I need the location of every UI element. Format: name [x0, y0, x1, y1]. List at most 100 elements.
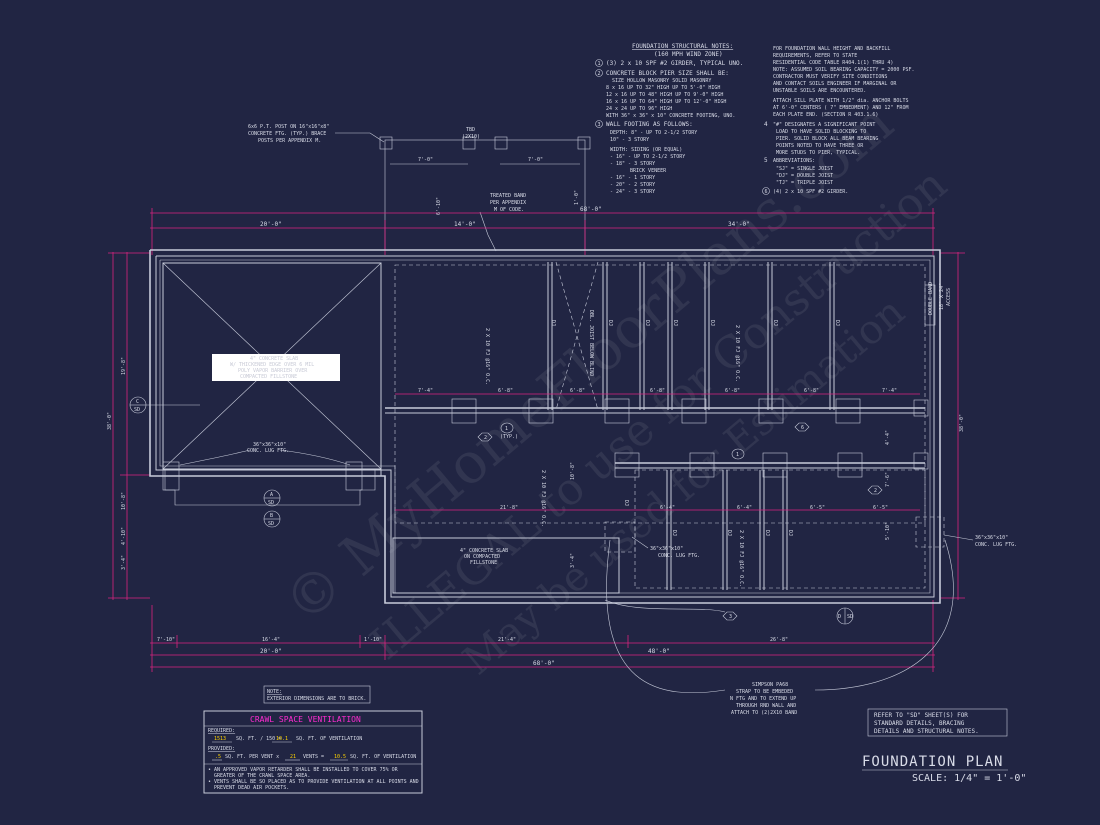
lug-footing	[915, 516, 945, 548]
svg-text:3: 3	[598, 122, 601, 128]
girders-piers: 36"x36"x10" CONC. LUG FTG. 36"x36"x10" C…	[385, 190, 1017, 568]
note-5-line: "DJ" = DOUBLE JOIST	[776, 173, 833, 179]
svg-text:B: B	[270, 513, 273, 519]
crawl-prov-text3: SQ. FT. OF VENTILATION	[350, 754, 416, 760]
foundation-outline	[149, 249, 941, 604]
joist-tag: DJ	[672, 320, 678, 326]
crawl-req-val2: 10.1	[276, 736, 288, 742]
watermark-line3: May be used for Estimation	[455, 289, 914, 684]
pier-dim: 6'-5"	[810, 505, 825, 511]
note-4: "#" DESIGNATES A SIGNIFICANT POINT	[773, 122, 875, 128]
dim-bottom: 7'-10"	[157, 637, 175, 643]
note-4-line: MORE STUDS TO PIER, TYPICAL.	[776, 150, 860, 156]
refer-line: STANDARD DETAILS, BRACING	[874, 720, 965, 727]
structural-notes: FOUNDATION STRUCTURAL NOTES: (160 MPH WI…	[595, 43, 914, 195]
svg-text:SD: SD	[134, 407, 140, 413]
note-3-line: 10" - 3 STORY	[610, 137, 649, 143]
pier-dim: 6'-4"	[737, 505, 752, 511]
crawl-prov-text2: VENTS =	[303, 754, 324, 760]
refer-note: REFER TO "SD" SHEET(S) FOR STANDARD DETA…	[867, 708, 1008, 737]
note-3-line: BRICK VENEER	[630, 168, 667, 174]
post-footing	[577, 136, 591, 150]
lug-callout: CONC. LUG FTG.	[247, 448, 289, 454]
pier	[451, 398, 477, 424]
dimensions: 68'-0" 20'-0" 14'-0" 34'-0" 7'-10" 16'-4…	[107, 206, 965, 672]
note-tag-2	[595, 69, 603, 77]
refer-line: REFER TO "SD" SHEET(S) FOR	[874, 712, 968, 719]
notes-title: FOUNDATION STRUCTURAL NOTES:	[632, 43, 733, 50]
dim-step: 1'-0"	[574, 190, 580, 205]
note-2: CONCRETE BLOCK PIER SIZE SHALL BE:	[606, 70, 729, 77]
note-6: (4) 2 x 10 SPF #2 GIRDER.	[773, 189, 848, 195]
joist-tag: DJ	[550, 320, 556, 326]
crawl-required-label: REQUIRED:	[208, 728, 235, 734]
note-3-line: DEPTH: 8" - UP TO 2-1/2 STORY	[610, 130, 697, 136]
post-footing	[379, 136, 393, 150]
joist-tag: DJ	[607, 320, 613, 326]
refer-line: DETAILS AND STRUCTURAL NOTES.	[874, 728, 979, 735]
dim-top-left: 20'-0"	[260, 221, 282, 228]
note-tag-6	[762, 187, 770, 195]
step-dim: 7'-0"	[418, 157, 433, 163]
pier	[913, 399, 929, 417]
dim-step: 6'-10"	[436, 197, 442, 215]
dim-right-inner: 4'-4"	[885, 430, 891, 445]
crawl-req-text2: SQ. FT. OF VENTILATION	[296, 736, 362, 742]
note-tag-3	[595, 120, 603, 128]
porch-slab	[392, 537, 620, 594]
post-callout: CONCRETE FTG. (TYP.) BRACE	[248, 131, 326, 137]
post-footing	[494, 136, 508, 150]
notes-right-line: AT 6'-0" CENTERS ( 7" EMBEDMENT) AND 12"…	[773, 105, 908, 111]
title-block: FOUNDATION PLAN SCALE: 1/4" = 1'-0"	[862, 754, 1026, 784]
pier	[913, 452, 929, 470]
dim-bottom: 16'-4"	[262, 637, 280, 643]
access-label: 18" X 24"	[939, 283, 945, 310]
garage-slab-note: POLY VAPOR BARRIER OVER	[238, 368, 308, 374]
dim-left-b: 10'-8"	[121, 492, 127, 510]
crawl-area	[394, 264, 926, 524]
svg-text:6: 6	[765, 189, 768, 195]
simpson-note: SIMPSON PA68	[752, 682, 788, 688]
pier	[604, 398, 630, 424]
front-stoop	[384, 139, 586, 251]
dim-left-overall: 38'-0"	[107, 412, 113, 430]
pier-dim: 6'-8"	[725, 388, 740, 394]
brick-note-text: EXTERIOR DIMENSIONS ARE TO BRICK.	[267, 696, 366, 702]
pier-row-2	[614, 399, 929, 478]
crawl-bullet: AN APPROVED VAPOR RETARDER SHALL BE INST…	[214, 767, 399, 773]
note-2-row: 16 x 16 UP TO 64" HIGH UP TO 12'-0" HIGH	[606, 99, 726, 105]
treated-band-leader	[479, 211, 497, 252]
pier-dim: 6'-8"	[570, 388, 585, 394]
note-5-line: "TJ" = TRIPLE JOIST	[776, 180, 833, 186]
pier-dim: 21'-8"	[500, 505, 518, 511]
dim-left-top: 19'-8"	[121, 357, 127, 375]
pier-dim: 6'-8"	[498, 388, 513, 394]
joist-tag: DJ	[764, 530, 770, 536]
lug-callout: 36"x36"x10"	[975, 535, 1008, 541]
simpson-note: ATTACH TO (2)2X10 BAND	[731, 710, 797, 716]
porch-slab-note: 4" CONCRETE SLAB	[460, 548, 508, 554]
plan-title: FOUNDATION PLAN	[862, 754, 1003, 770]
dim-right-overall: 38'-0"	[959, 414, 965, 432]
dim-mid-vertical: 3'-4"	[570, 553, 576, 568]
girder-tag	[731, 448, 745, 460]
note-2-row: 24 x 24 UP TO 96" HIGH	[606, 106, 672, 112]
crawl-req-text: SQ. FT. / 150 =	[236, 736, 281, 742]
joist-tag: DJ	[644, 320, 650, 326]
dim-top-mid: 14'-0"	[454, 221, 476, 228]
svg-text:SD: SD	[268, 500, 274, 506]
notes-right-line: CONTRACTOR MUST VERIFY SITE CONDITIONS	[773, 74, 887, 80]
porch-slab-note: FILLSTONE	[470, 560, 497, 566]
crawl-bullet: GREATER OF THE CRAWL SPACE AREA.	[214, 773, 310, 779]
note-5-line: "SJ" = SINGLE JOIST	[776, 166, 833, 172]
note-tag-1	[595, 59, 603, 67]
notes-right-line: FOR FOUNDATION WALL HEIGHT AND BACKFILL	[773, 46, 890, 52]
tbd-label: TBD	[466, 127, 475, 133]
svg-text:4: 4	[764, 121, 768, 128]
crawl-space-ventilation: CRAWL SPACE VENTILATION REQUIRED: 1513 S…	[203, 710, 423, 794]
joist-tag: DJ	[671, 530, 677, 536]
notes-right-line: EACH PLATE END. (SECTION R 403.1.6)	[773, 112, 878, 118]
treated-band-callout: M OF CODE.	[494, 207, 524, 213]
notes-right-line: REQUIREMENTS, REFER TO STATE	[773, 53, 857, 59]
